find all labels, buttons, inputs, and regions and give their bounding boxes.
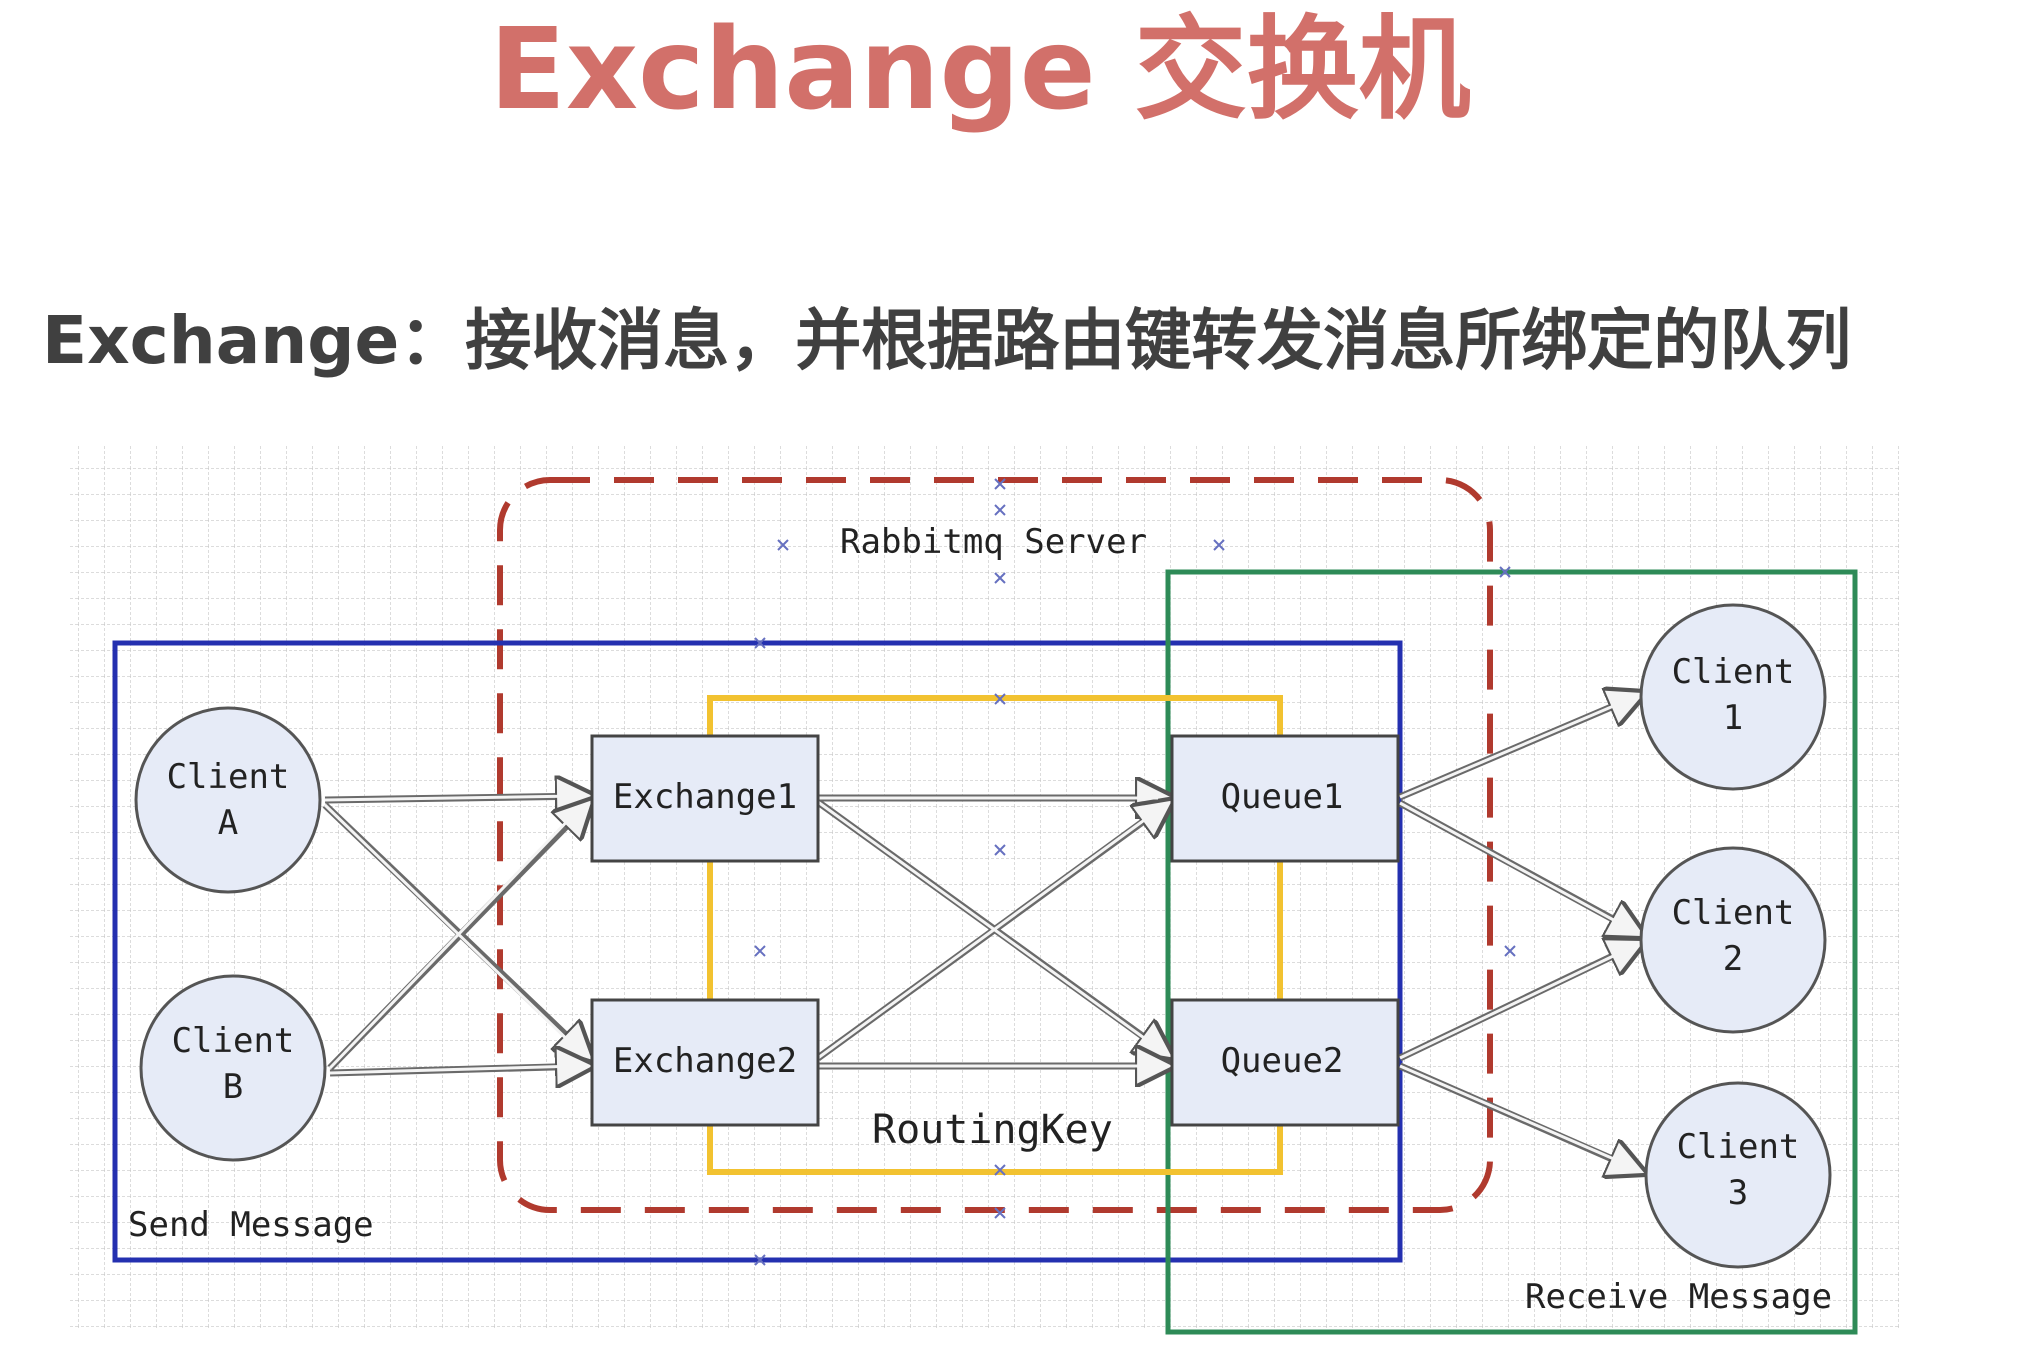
- routing-key-region: [707, 695, 1283, 1175]
- receive-message-label: Receive Message: [1525, 1277, 1832, 1317]
- producer-client-b: Client B: [139, 974, 327, 1162]
- consumer-client-3: Client 3: [1644, 1081, 1832, 1269]
- page-subtitle: Exchange：接收消息，并根据路由键转发消息所绑定的队列: [42, 302, 1852, 379]
- client-b-line1: Client: [172, 1021, 295, 1061]
- exchange-node-1: Exchange1: [590, 734, 820, 863]
- receive-message-region: [1165, 569, 1858, 1335]
- send-message-region: [112, 640, 1403, 1263]
- exchange-2-label: Exchange2: [613, 1041, 797, 1081]
- queue-node-2: Queue2: [1170, 998, 1400, 1127]
- queue-1-label: Queue1: [1221, 777, 1344, 817]
- client-1-line1: Client: [1672, 652, 1795, 692]
- exchange-node-2: Exchange2: [590, 998, 820, 1127]
- queue-2-label: Queue2: [1221, 1041, 1344, 1081]
- page-title: Exchange 交换机: [489, 5, 1471, 135]
- client-3-line1: Client: [1677, 1127, 1800, 1167]
- exchange-1-label: Exchange1: [613, 777, 797, 817]
- send-message-label: Send Message: [128, 1205, 374, 1245]
- client-a-line1: Client: [167, 757, 290, 797]
- server-region: [497, 477, 1493, 1213]
- anchor-marks: [754, 478, 1516, 1266]
- client-a-line2: A: [218, 803, 238, 843]
- client-3-line2: 3: [1728, 1173, 1748, 1213]
- client-1-line2: 1: [1723, 698, 1743, 738]
- grid-background: [70, 445, 1900, 1330]
- server-label: Rabbitmq Server: [840, 522, 1147, 562]
- routing-key-label: RoutingKey: [872, 1107, 1113, 1153]
- consumer-client-2: Client 2: [1639, 846, 1827, 1034]
- consumer-client-1: Client 1: [1639, 603, 1827, 791]
- client-2-line1: Client: [1672, 893, 1795, 933]
- client-2-line2: 2: [1723, 939, 1743, 979]
- client-b-line2: B: [223, 1067, 243, 1107]
- producer-client-a: Client A: [134, 706, 322, 894]
- queue-node-1: Queue1: [1170, 734, 1400, 863]
